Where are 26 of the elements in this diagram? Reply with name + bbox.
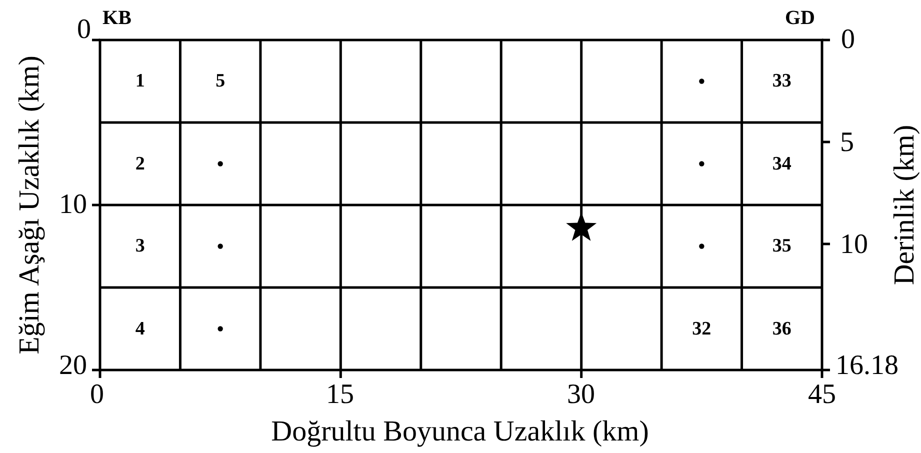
tick-label: 0 bbox=[77, 16, 91, 44]
tick-label: 5 bbox=[840, 129, 854, 157]
cell-number: 36 bbox=[772, 319, 792, 338]
tick-label: 15 bbox=[326, 381, 354, 409]
tick-label: 16.18 bbox=[836, 352, 898, 380]
cell-number: 35 bbox=[772, 236, 792, 256]
corner-label: KB bbox=[102, 8, 132, 28]
cell-number: 5 bbox=[216, 72, 226, 91]
tick-label: 30 bbox=[567, 381, 595, 409]
tick-label: 45 bbox=[808, 381, 836, 409]
cell-number: 2 bbox=[135, 154, 145, 174]
cell-number: 34 bbox=[772, 154, 792, 174]
cell-number: 1 bbox=[135, 72, 145, 91]
corner-label: GD bbox=[785, 8, 815, 28]
tick-label: 0 bbox=[90, 381, 104, 409]
cell-number: 4 bbox=[135, 319, 145, 338]
tick-label: 10 bbox=[59, 191, 87, 219]
axis-title: Derinlik (km) bbox=[890, 124, 920, 286]
cell-number: 33 bbox=[772, 72, 792, 91]
tick-label: 10 bbox=[840, 231, 868, 259]
axis-title: Eğim Aşağı Uzaklık (km) bbox=[16, 56, 44, 354]
tick-label: 0 bbox=[841, 26, 855, 54]
cell-number: 32 bbox=[692, 319, 712, 338]
tick-label: 20 bbox=[59, 352, 87, 380]
cell-number: 3 bbox=[135, 236, 145, 256]
axis-title: Doğrultu Boyunca Uzaklık (km) bbox=[271, 418, 649, 446]
